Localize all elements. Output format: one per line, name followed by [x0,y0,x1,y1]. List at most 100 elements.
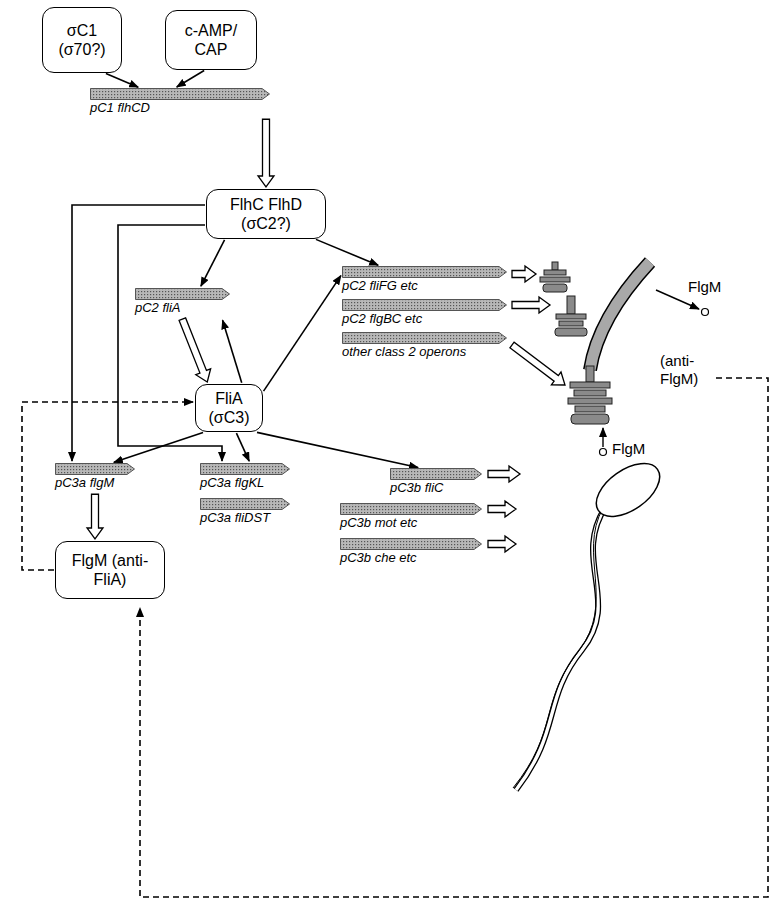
operon-gene: pC3b fliC [390,468,482,498]
operon-gene: other class 2 operons [342,332,507,362]
hook [590,262,650,370]
gene-bar-shape [201,499,290,510]
gene-bar [342,299,507,311]
molecule-label: (anti- FlgM) [660,352,712,388]
molecule-label: FlgM [688,278,721,296]
rod-icon [559,321,583,326]
gene-label: pC3a fliDST [200,510,290,528]
gene-label: pC2 fliFG etc [342,278,507,296]
protein-box: FlhC FlhD (σC2?) [206,189,326,239]
gene-bar-shape [201,464,290,475]
rod-icon [555,328,587,336]
gene-bar [342,332,507,344]
gene-bar-shape [91,89,270,100]
flgm-molecule [702,309,709,316]
basal-body [571,414,609,424]
ms-ring-icon [544,270,566,275]
activation-arrow [257,432,418,467]
protein-label: FlhC FlhD (σC2?) [213,195,319,233]
operon-gene: pC3b che etc [340,538,482,568]
gene-label: pC3a flgKL [200,475,290,493]
gene-bar [340,503,482,515]
basal-body [568,398,612,404]
protein-label: σC1 (σ70?) [49,21,115,59]
gene-bar-shape [56,464,135,475]
bacterial-cell [587,453,669,527]
product-arrow [488,536,516,552]
gene-label: pC3b che etc [340,550,482,568]
feedback-dashed-line [140,378,768,897]
operon-gene: pC3b mot etc [340,503,482,533]
product-arrow [512,266,536,282]
flagellum-filament [516,506,606,790]
gene-label: pC1 flhCD [90,100,270,118]
gene-bar [342,266,507,278]
gene-bar [55,463,135,475]
activation-arrow [236,433,249,461]
gene-bar-shape [136,289,230,300]
protein-label: c-AMP/ CAP [172,21,250,59]
export-arrow [602,428,603,447]
operon-gene: pC2 fliA [135,288,230,318]
gene-bar [90,88,270,100]
gene-label: pC3a flgM [55,475,135,493]
activation-arrow [106,73,138,87]
protein-box: c-AMP/ CAP [165,10,257,70]
basal-body [586,366,594,382]
hook [590,262,650,370]
flagellum-filament [513,508,603,788]
production-arrow [179,318,211,382]
activation-arrow [201,240,225,286]
production-arrow [258,119,274,187]
gene-label: pC2 flgBC etc [342,311,507,329]
gene-bar-shape [341,504,482,515]
operon-gene: pC1 flhCD [90,88,270,118]
production-arrow [87,494,103,539]
product-arrow [488,466,520,482]
gene-bar-shape [343,267,507,278]
rod-icon [567,296,575,314]
gene-label: other class 2 operons [342,344,507,362]
activation-arrow [316,239,378,265]
gene-bar [135,288,230,300]
rod-icon [556,314,586,319]
operon-gene: pC2 flgBC etc [342,299,507,329]
gene-bar [200,463,290,475]
gene-bar [340,538,482,550]
ms-ring-icon [552,262,558,270]
product-arrow [488,501,516,517]
protein-box: FlgM (anti-FliA) [55,541,165,599]
ms-ring-icon [543,284,567,292]
gene-label: pC2 fliA [135,300,230,318]
protein-box: FliA (σC3) [195,384,263,432]
activation-arrow [264,276,341,392]
ms-ring-icon [540,277,570,282]
product-arrow [510,342,565,385]
protein-label: FlgM (anti-FliA) [62,551,158,589]
protein-label: FliA (σC3) [202,389,256,427]
flgm-molecule [600,449,607,456]
activation-arrow [223,320,242,383]
basal-body [574,390,606,396]
activation-arrow [177,71,204,87]
molecule-label: FlgM [612,440,645,458]
flagellum-filament [516,506,606,790]
basal-body [575,406,605,412]
protein-box: σC1 (σ70?) [42,7,122,73]
basal-body [570,382,610,388]
activation-arrow [114,433,203,463]
gene-bar-shape [341,539,482,550]
operon-gene: pC3a flgKL [200,463,290,493]
operon-gene: pC2 fliFG etc [342,266,507,296]
gene-label: pC3b fliC [390,480,482,498]
gene-bar-shape [391,469,482,480]
gene-bar-shape [343,333,507,344]
product-arrow [512,297,550,313]
operon-gene: pC3a flgM [55,463,135,493]
gene-bar [390,468,482,480]
operon-gene: pC3a fliDST [200,498,290,528]
gene-bar [200,498,290,510]
gene-label: pC3b mot etc [340,515,482,533]
